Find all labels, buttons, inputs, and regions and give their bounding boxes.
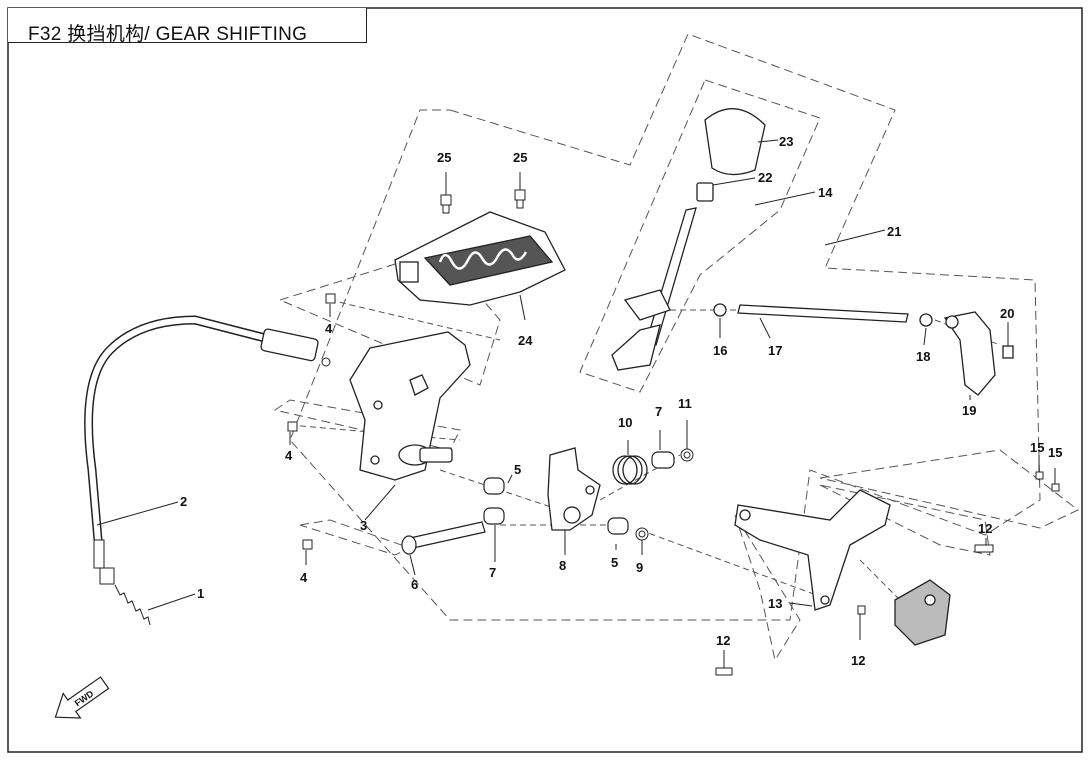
leader-lines (96, 139, 1056, 668)
callout-3: 3 (360, 518, 367, 533)
bolts-25 (440, 189, 526, 214)
title-box: F32 换挡机构/ GEAR SHIFTING (8, 8, 367, 45)
callout-25b: 25 (513, 150, 527, 165)
gate-bracket (349, 331, 471, 481)
callout-25a: 25 (437, 150, 451, 165)
callout-21: 21 (887, 224, 901, 239)
callout-20: 20 (1000, 306, 1014, 321)
detent-block (894, 579, 951, 646)
callout-13: 13 (768, 596, 782, 611)
washers (635, 448, 694, 541)
callout-8: 8 (559, 558, 566, 573)
callout-22: 22 (758, 170, 772, 185)
callout-4a: 4 (325, 321, 333, 336)
callout-15b: 15 (1048, 445, 1062, 460)
cable-end-spring (114, 584, 151, 626)
callout-2: 2 (180, 494, 187, 509)
callout-9: 9 (636, 560, 643, 575)
callout-6: 6 (411, 577, 418, 592)
callout-5b: 5 (611, 555, 618, 570)
callout-16: 16 (713, 343, 727, 358)
shift-lever (611, 107, 766, 371)
callout-18: 18 (916, 349, 930, 364)
callout-4c: 4 (300, 570, 308, 585)
callout-4b: 4 (285, 448, 293, 463)
bushings (483, 451, 675, 535)
shift-rod (713, 303, 933, 327)
callout-1: 1 (197, 586, 204, 601)
forward-arrow: FWD (54, 676, 110, 719)
callout-12c: 12 (851, 653, 865, 668)
callout-11: 11 (678, 396, 692, 411)
shift-arm (943, 311, 1014, 396)
callout-24: 24 (518, 333, 533, 348)
callout-14: 14 (818, 185, 833, 200)
outer-border (7, 7, 1083, 753)
mount-bracket (734, 489, 891, 611)
callout-7a: 7 (489, 565, 496, 580)
diagram-title: F32 换挡机构/ GEAR SHIFTING (28, 24, 308, 45)
callout-15a: 15 (1030, 440, 1044, 455)
callout-19: 19 (962, 403, 976, 418)
shift-gate-cover (394, 211, 566, 306)
callout-12b: 12 (716, 633, 730, 648)
bolts-12-15 (715, 471, 1060, 676)
pivot-pin (401, 521, 486, 555)
callout-12a: 12 (978, 521, 992, 536)
callout-23: 23 (779, 134, 793, 149)
bolts-4 (287, 293, 336, 550)
callout-labels: 1 2 3 4 4 4 5 5 6 7 7 8 9 10 11 12 12 12… (180, 134, 1062, 668)
callout-5a: 5 (514, 462, 521, 477)
shift-plate (547, 447, 601, 531)
torsion-spring (612, 455, 648, 485)
callout-17: 17 (768, 343, 782, 358)
shift-cable (84, 315, 331, 585)
callout-10: 10 (618, 415, 632, 430)
callout-7b: 7 (655, 404, 662, 419)
